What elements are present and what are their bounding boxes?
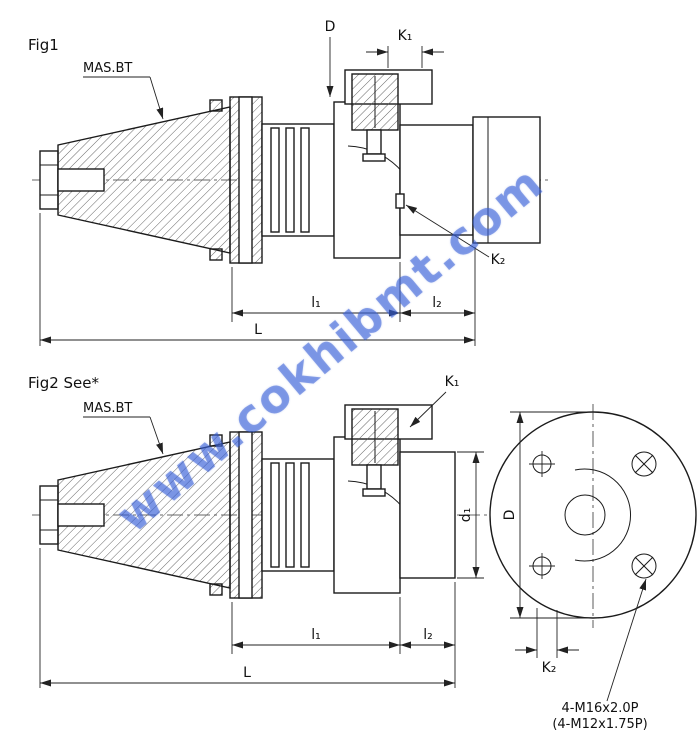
fig2-ring-groove [300,462,310,568]
fig1-screw-stem [366,129,382,155]
fig2-pilot-nose [399,451,456,579]
fig2-dimensions: Fig2 See* MAS.BT K₁ d₁ D K₂ [28,374,648,732]
fig1-dim-L-label: L [254,322,262,338]
fig1-dim-l2-label: l₂ [432,295,442,311]
fig1-ring-groove [270,127,280,233]
fig2-drawing [32,404,696,599]
fig1-pull-stud [39,150,59,210]
fig2-title: Fig2 See* [28,374,100,392]
fig1-title: Fig1 [28,36,59,54]
fig2-thread-note-leader [606,578,647,702]
fig1-ring-groove [300,127,310,233]
fig1-dimensions: Fig1 MAS.BT D K₁ K₂ l₁ l₂ [28,19,505,346]
fig2-dim-K2-label: K₂ [542,660,557,676]
fig2-tapped-hole-x [634,454,654,474]
fig2-screw-tip [362,488,386,497]
fig1-ring-groove [285,127,295,233]
fig1-end-cap [472,116,541,244]
fig2-dim-l2-label: l₂ [423,627,433,643]
fig1: Fig1 MAS.BT D K₁ K₂ l₁ l₂ [28,19,548,346]
fig1-dim-K1-label: K₁ [398,28,413,44]
fig2-ring-groove [285,462,295,568]
fig2-dim-l1-label: l₁ [311,627,321,643]
fig1-dim-l1-label: l₁ [311,295,321,311]
fig1-drawing [32,69,548,264]
fig2-tapped-hole [631,553,657,579]
fig2-flange-groove [238,431,253,599]
fig2-dim-K1-label: K₁ [445,374,460,390]
fig1-masbt-leader [149,76,164,120]
fig1-body-step [399,124,474,236]
fig1-coolant-groove [395,193,405,209]
fig2-thread-note-line2: (4-M12x1.75P) [552,717,647,732]
fig1-grub-screw-bottom [209,248,223,261]
fig2-grub-screw-top [209,434,223,447]
fig1-thread-bore [57,168,105,192]
fig2-masbt-leader [149,416,164,455]
fig2: Fig2 See* MAS.BT K₁ d₁ D K₂ [28,374,697,732]
fig2-tapped-hole-x [634,556,654,576]
fig2-screw-stem [366,464,382,490]
fig1-grub-screw-top [209,99,223,112]
fig2-pull-stud [39,485,59,545]
fig2-ring-groove [270,462,280,568]
fig2-center-bore [564,494,606,536]
fig2-end-view [489,404,697,628]
fig2-dim-L-label: L [243,665,251,681]
fig2-thread-bore [57,503,105,527]
fig2-tapped-hole [631,451,657,477]
fig1-shank-standard-label: MAS.BT [83,61,132,76]
fig1-dim-D-label: D [325,19,336,35]
fig2-thread-note-line1: 4-M16x2.0P [562,701,639,716]
fig2-center-slot-arc [574,468,631,562]
fig1-screw-tip [362,153,386,162]
fig1-flange-groove [238,96,253,264]
fig2-dim-d1-label: d₁ [458,508,474,523]
fig2-K1-leader [409,391,447,428]
fig2-dim-D-label: D [502,510,518,521]
fig2-shank-standard-label: MAS.BT [83,401,132,416]
fig1-dim-K2-label: K₂ [491,252,506,268]
fig2-grub-screw-bottom [209,583,223,596]
